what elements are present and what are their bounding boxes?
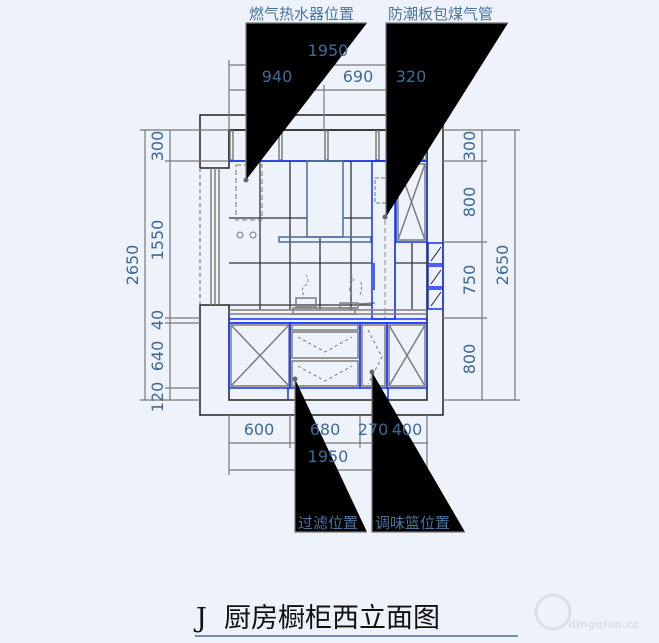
- note-gas-pipe: 防潮板包煤气管: [388, 5, 493, 23]
- dim-left-5: 120: [148, 382, 167, 413]
- range-hood: [278, 160, 372, 243]
- note-spice-basket: 调味篮位置: [375, 514, 450, 532]
- countertop: [229, 309, 427, 324]
- dim-left-3: 40: [148, 310, 167, 330]
- dim-bottom-total: 1950: [308, 447, 349, 466]
- dim-right-1: 300: [460, 131, 479, 162]
- dim-bottom-2: 680: [310, 420, 341, 439]
- note-water-heater: 燃气热水器位置: [249, 5, 354, 23]
- dim-bottom-4: 400: [392, 420, 423, 439]
- dim-right-2: 800: [460, 187, 479, 218]
- dim-right-3: 750: [460, 265, 479, 296]
- dim-bottom-3: 270: [358, 420, 389, 439]
- dim-top-2: 690: [343, 67, 374, 86]
- dim-right-total: 2650: [493, 245, 512, 286]
- dim-top-total: 1950: [308, 41, 349, 60]
- dim-left-2: 1550: [148, 220, 167, 261]
- note-filter: 过滤位置: [298, 514, 358, 532]
- stove-pots: [292, 273, 376, 315]
- svg-text:dingqiao.cc: dingqiao.cc: [568, 618, 639, 631]
- gas-pipe-column: [371, 160, 396, 320]
- dim-left-total: 2650: [123, 245, 142, 286]
- dim-top-3: 320: [396, 67, 427, 86]
- base-cabinets: [228, 322, 428, 400]
- dim-top-1: 940: [262, 67, 293, 86]
- dim-left-1: 300: [148, 131, 167, 162]
- drawing-title: J 厨房橱柜西立面图: [193, 603, 440, 634]
- dim-right-4: 800: [460, 344, 479, 375]
- dim-bottom-1: 600: [244, 420, 275, 439]
- dim-left-4: 640: [148, 341, 167, 372]
- watermark-logo: dingqiao.cc: [534, 593, 639, 631]
- dimension-lines: [140, 22, 520, 533]
